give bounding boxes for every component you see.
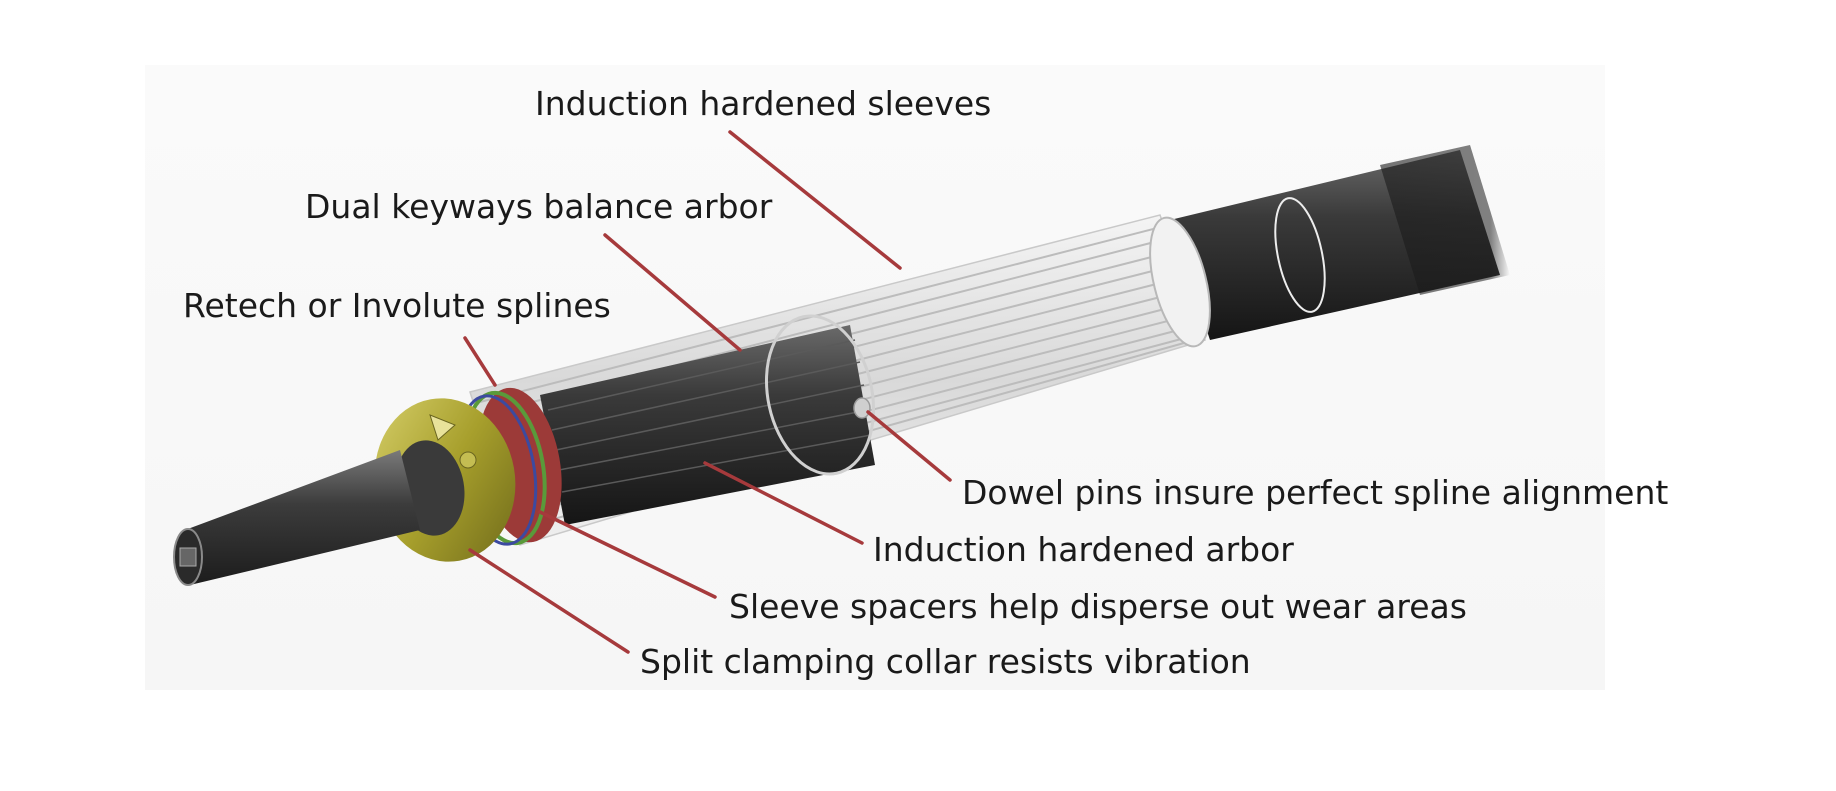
sleeve-end-ring	[1149, 216, 1211, 348]
leader-spacers	[538, 510, 717, 599]
inner-arbor	[540, 325, 875, 525]
leader-splines	[463, 336, 497, 387]
label-sleeve-spacers: Sleeve spacers help disperse out wear ar…	[729, 587, 1467, 626]
label-induction-hardened-arbor: Induction hardened arbor	[873, 530, 1294, 569]
label-clamping-collar: Split clamping collar resists vibration	[640, 642, 1251, 681]
nose-hex	[179, 547, 197, 567]
leader-lines	[463, 130, 952, 654]
label-induction-hardened-sleeves: Induction hardened sleeves	[535, 84, 992, 123]
collar-triangle-mark	[429, 414, 456, 441]
nose-cone	[185, 450, 420, 585]
cutaway-opening	[764, 314, 876, 476]
leader-arbor	[703, 461, 864, 545]
dowel-pin	[853, 397, 871, 419]
leader-keyways	[603, 233, 742, 352]
leader-dowel	[866, 410, 952, 482]
rear-shaft-fade	[1380, 145, 1510, 295]
arbor-grooves	[547, 339, 872, 493]
label-dowel-pins: Dowel pins insure perfect spline alignme…	[962, 473, 1669, 512]
label-splines: Retech or Involute splines	[183, 286, 611, 325]
rear-shaft-end	[1274, 197, 1326, 313]
leader-collar	[468, 548, 630, 654]
leader-sleeves	[728, 130, 902, 270]
label-dual-keyways: Dual keyways balance arbor	[305, 187, 773, 226]
collar-hole	[459, 451, 477, 469]
